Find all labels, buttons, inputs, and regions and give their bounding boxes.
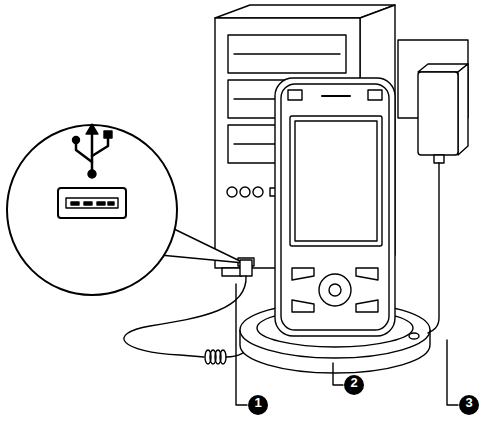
pda-device — [275, 78, 395, 336]
leader-lines — [236, 284, 458, 405]
callout-number: 1 — [248, 395, 268, 415]
callout-number: 3 — [459, 395, 479, 415]
callout-circles — [248, 375, 479, 415]
callout-number: 2 — [344, 375, 364, 395]
ac-adapter — [398, 40, 468, 333]
magnifier-callout — [7, 124, 244, 295]
